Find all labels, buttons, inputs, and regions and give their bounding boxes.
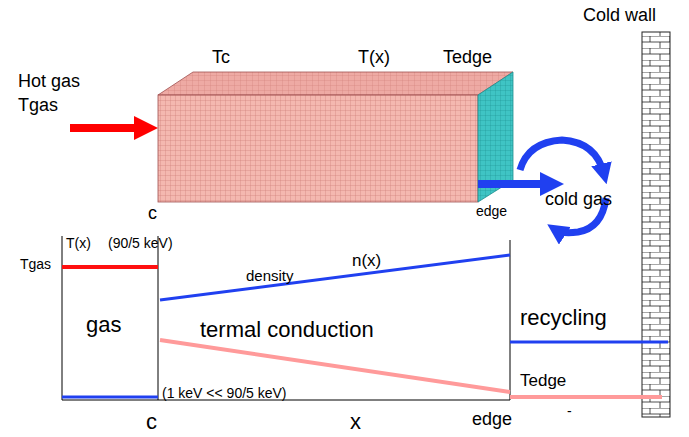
label: edge [472, 410, 512, 430]
label: c [146, 410, 157, 434]
outflow-arrow [478, 180, 552, 188]
boundary-edge [510, 240, 511, 400]
gas-density [62, 396, 158, 399]
label: Tedge [520, 372, 566, 391]
label: Tgas [20, 257, 51, 272]
gas-temperature [62, 265, 158, 269]
boundary-c [158, 236, 159, 400]
label: Tedge [443, 48, 492, 68]
axis [62, 236, 63, 400]
label: (90/5 keV) [108, 236, 173, 251]
label: cold gas [545, 190, 612, 210]
label: Cold wall [583, 6, 656, 26]
label: T(x) [66, 236, 91, 251]
label: Tc [212, 48, 230, 68]
hot-gas-arrow [70, 124, 146, 132]
box-top [158, 72, 513, 95]
density-line [160, 255, 510, 300]
temperature-line [160, 340, 510, 392]
label: Hot gas [18, 72, 80, 92]
recycling-density [510, 341, 668, 344]
label: - [567, 404, 572, 419]
label: Tgas [18, 96, 58, 116]
label: x [350, 410, 361, 434]
label: density [246, 268, 294, 285]
label: T(x) [358, 48, 390, 68]
edge-temperature [510, 395, 662, 399]
label: n(x) [352, 252, 381, 271]
label: gas [86, 313, 121, 337]
label: recycling [520, 306, 607, 330]
label: edge [476, 204, 507, 219]
label: termal conduction [200, 318, 374, 342]
recycling-arrow [520, 140, 604, 174]
label: c [148, 204, 157, 224]
box-front [158, 95, 478, 202]
label: (1 keV << 90/5 keV) [162, 386, 287, 401]
cold-wall [642, 32, 670, 417]
